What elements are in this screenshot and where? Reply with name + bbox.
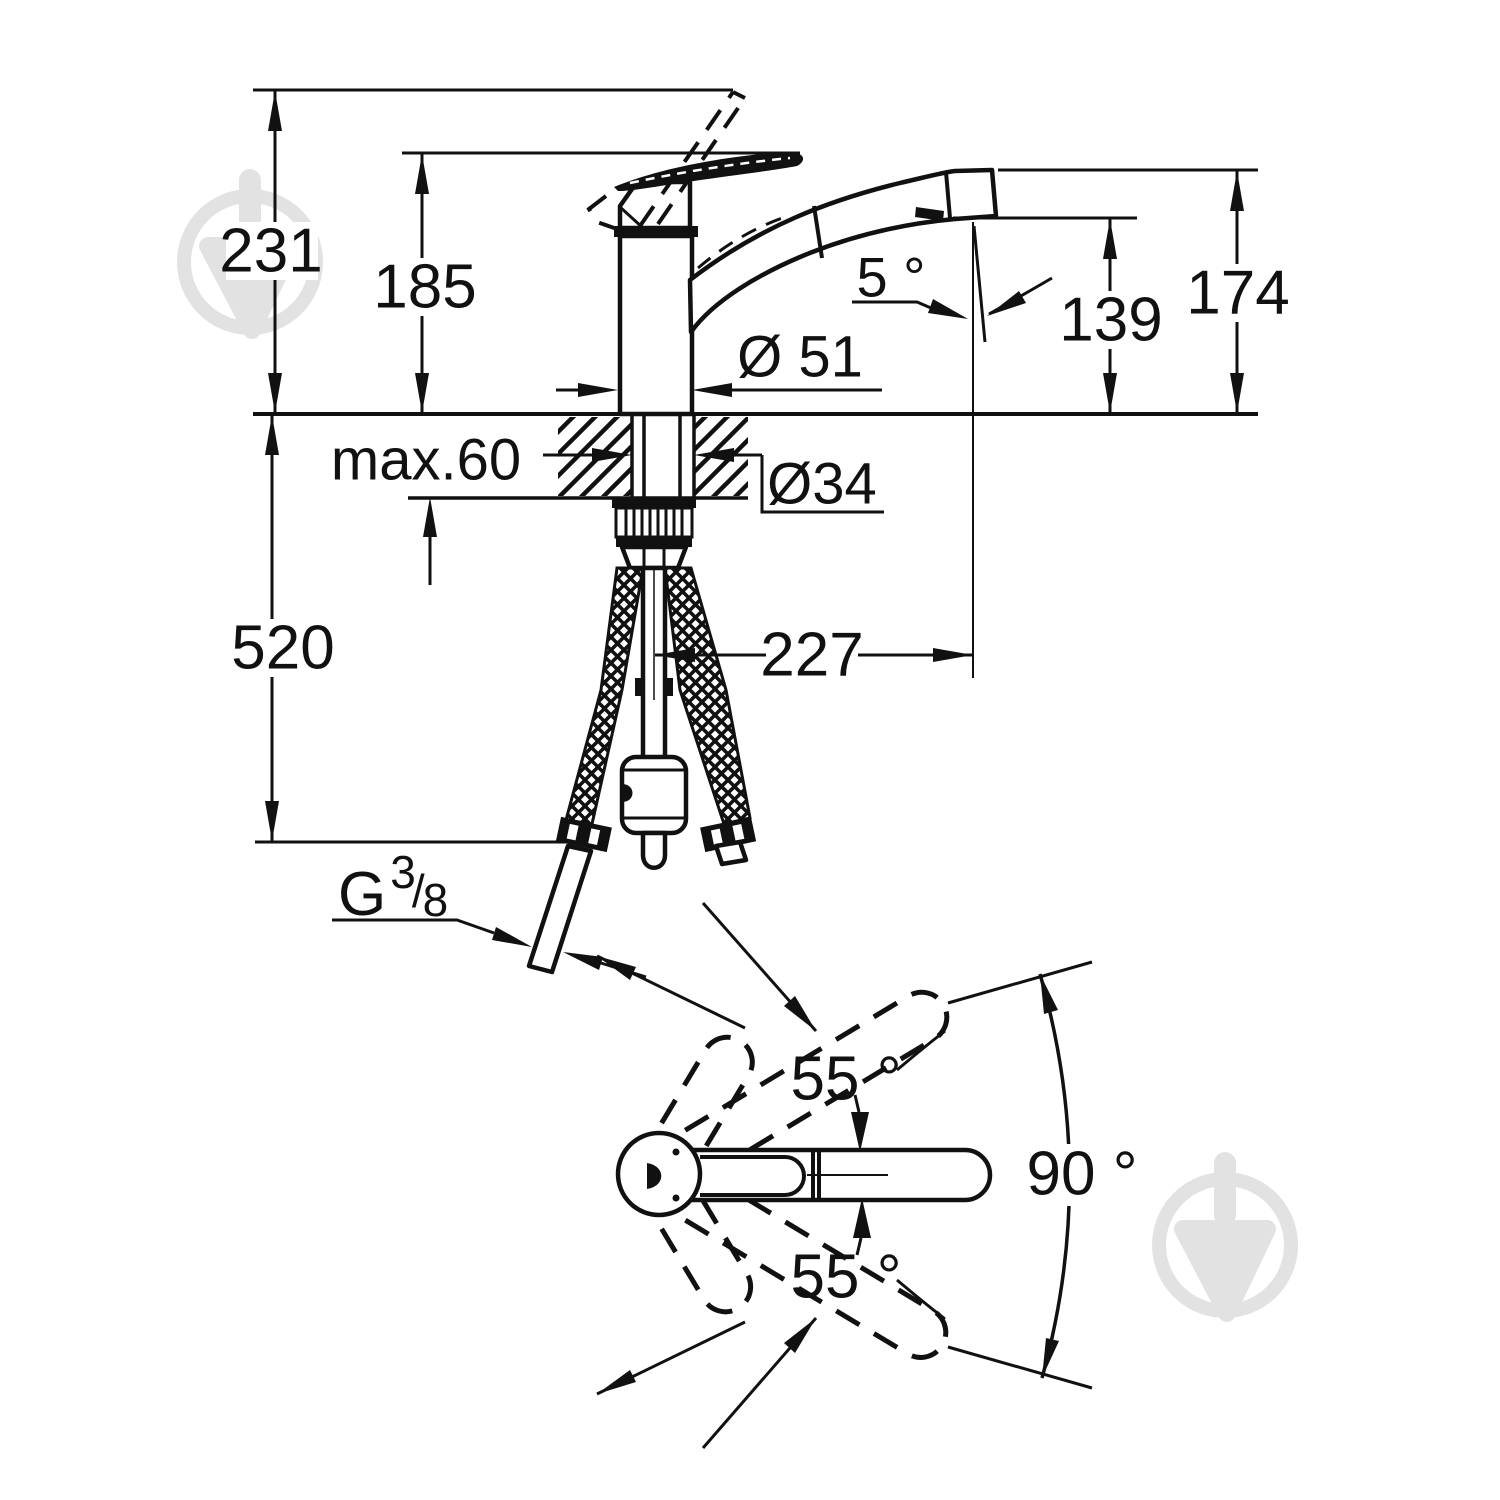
- dim-deck-thickness: max.60: [331, 428, 521, 493]
- angle-total-swing: 90 °: [1027, 1140, 1138, 1209]
- thread-denominator: 8: [423, 874, 449, 926]
- plan-view: [596, 902, 1093, 1449]
- handle-raised-dashed: [586, 90, 747, 231]
- angle-lower-swing: 55 °: [791, 1243, 902, 1312]
- dim-reach: 227: [760, 621, 863, 690]
- watermark-logo-icon: [1152, 1152, 1298, 1322]
- dim-shank-diameter: Ø34: [767, 452, 877, 517]
- faucet-side-view: [586, 90, 999, 417]
- dimension-labels: 231 185 174 139 5 ° Ø 51 max.60 Ø34 520 …: [219, 217, 1289, 1312]
- dim-spray-angle: 5 °: [856, 246, 925, 309]
- dim-body-diameter: Ø 51: [737, 325, 863, 390]
- dim-thread-size: G3/8: [338, 846, 448, 929]
- dim-hose-drop: 520: [231, 614, 334, 683]
- dim-overall-height: 231: [219, 217, 322, 286]
- mounting-hardware: [526, 497, 757, 975]
- dim-body-height: 185: [373, 253, 476, 322]
- dim-spout-top-height: 174: [1186, 259, 1289, 328]
- angle-upper-swing: 55 °: [791, 1045, 902, 1114]
- dim-outlet-height: 139: [1059, 286, 1162, 355]
- thread-numerator: 3: [390, 846, 416, 898]
- thread-slash: /: [412, 865, 425, 917]
- dimension-lines: [253, 88, 1258, 979]
- thread-prefix: G: [338, 860, 386, 929]
